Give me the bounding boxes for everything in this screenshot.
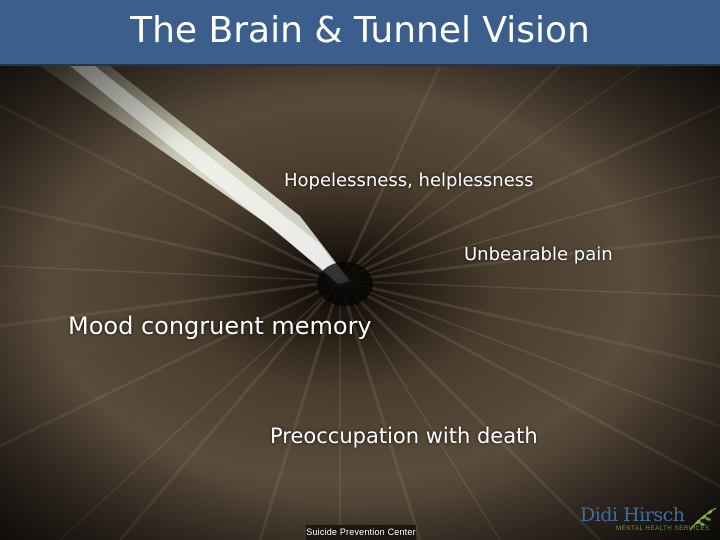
leaf-icon bbox=[689, 507, 717, 531]
footer-organization: Suicide Prevention Center bbox=[306, 525, 416, 540]
logo-tagline: MENTAL HEALTH SERVICES bbox=[616, 526, 710, 532]
label-hopelessness: Hopelessness, helplessness bbox=[284, 170, 534, 191]
label-preoccupation-with-death: Preoccupation with death bbox=[270, 424, 538, 448]
slide-title: The Brain & Tunnel Vision bbox=[130, 10, 590, 51]
tunnel-photo bbox=[0, 66, 720, 540]
label-unbearable-pain: Unbearable pain bbox=[464, 244, 613, 265]
didi-hirsch-logo: Didi Hirsch MENTAL HEALTH SERVICES bbox=[576, 504, 720, 540]
label-mood-congruent-memory: Mood congruent memory bbox=[68, 312, 372, 340]
slide-header: The Brain & Tunnel Vision bbox=[0, 0, 720, 66]
logo-name: Didi Hirsch bbox=[580, 504, 685, 526]
